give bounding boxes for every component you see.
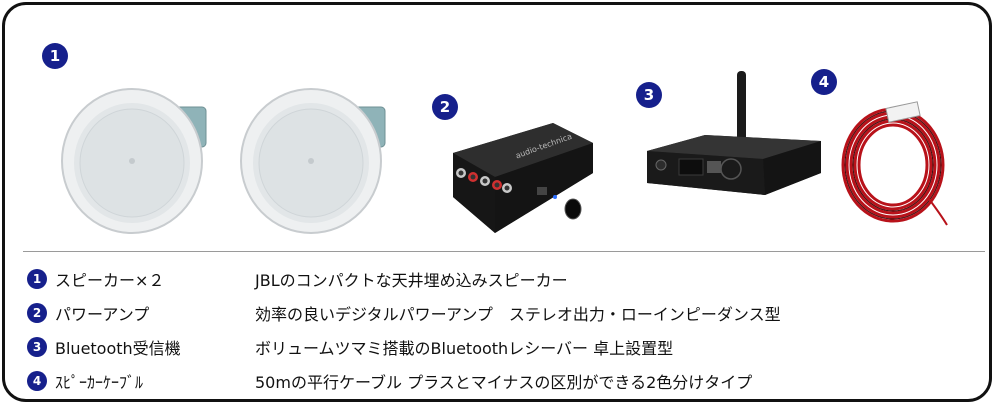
list-item-speaker: 1 スピーカー×２ JBLのコンパクトな天井埋め込みスピーカー bbox=[27, 265, 568, 293]
item-name: ｽﾋﾟｰｶｰｹｰﾌﾞﾙ bbox=[55, 373, 144, 392]
badge-cable: 4 bbox=[811, 69, 837, 95]
list-badge: 2 bbox=[27, 303, 47, 323]
list-item-receiver: 3 Bluetooth受信機 ボリュームツマミ搭載のBluetoothレシーバー… bbox=[27, 333, 673, 361]
product-card: 1 2 3 4 audio-technica bbox=[2, 2, 992, 402]
section-divider bbox=[23, 251, 985, 252]
item-name: Bluetooth受信機 bbox=[55, 339, 181, 358]
speaker-cable-image bbox=[841, 101, 948, 226]
item-name: パワーアンプ bbox=[55, 305, 150, 324]
badge-receiver: 3 bbox=[636, 82, 662, 108]
list-item-cable: 4 ｽﾋﾟｰｶｰｹｰﾌﾞﾙ 50mの平行ケーブル プラスとマイナスの区別ができる… bbox=[27, 367, 752, 395]
list-badge: 4 bbox=[27, 371, 47, 391]
item-description: 50mの平行ケーブル プラスとマイナスの区別ができる2色分けタイプ bbox=[255, 373, 753, 392]
badge-amp: 2 bbox=[432, 94, 458, 120]
bluetooth-receiver-image bbox=[647, 71, 821, 195]
item-description: 効率の良いデジタルパワーアンプ ステレオ出力・ローインピーダンス型 bbox=[255, 305, 781, 324]
ceiling-speaker-image-1 bbox=[61, 88, 207, 234]
list-badge: 3 bbox=[27, 337, 47, 357]
item-description: JBLのコンパクトな天井埋め込みスピーカー bbox=[255, 271, 568, 290]
ceiling-speaker-image-2 bbox=[240, 88, 386, 234]
list-item-amp: 2 パワーアンプ 効率の良いデジタルパワーアンプ ステレオ出力・ローインピーダン… bbox=[27, 299, 781, 327]
power-amp-image: audio-technica bbox=[453, 123, 593, 233]
badge-speaker: 1 bbox=[42, 43, 68, 69]
item-description: ボリュームツマミ搭載のBluetoothレシーバー 卓上設置型 bbox=[255, 339, 674, 358]
item-name: スピーカー×２ bbox=[55, 271, 165, 290]
list-badge: 1 bbox=[27, 269, 47, 289]
